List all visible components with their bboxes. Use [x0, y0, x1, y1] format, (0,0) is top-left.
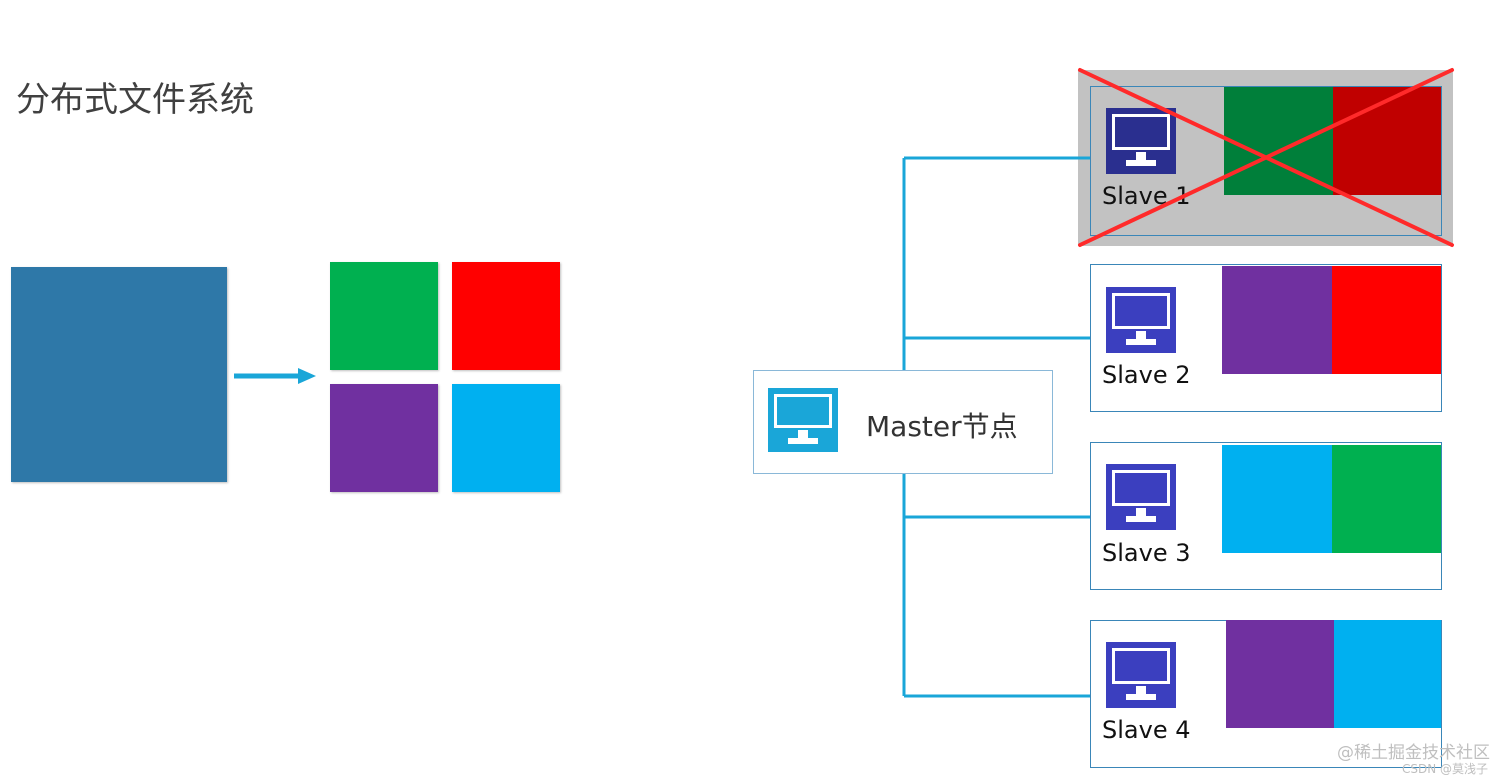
slave-1-block-green	[1224, 87, 1334, 195]
split-block-purple	[330, 384, 438, 492]
slave-1-box	[1090, 86, 1442, 236]
split-arrow	[234, 368, 316, 384]
slave-3-label: Slave 3	[1102, 539, 1191, 567]
slave-1-monitor-icon	[1106, 108, 1176, 174]
split-block-cyan	[452, 384, 560, 492]
large-file-block	[11, 267, 227, 482]
split-block-red	[452, 262, 560, 370]
split-block-green	[330, 262, 438, 370]
slave-2-block-purple	[1222, 266, 1332, 374]
master-monitor-icon	[768, 388, 838, 452]
connection-lines	[902, 156, 1090, 698]
slave-3-block-cyan	[1222, 445, 1332, 553]
slave-1-label: Slave 1	[1102, 182, 1191, 210]
slave-3-block-green	[1332, 445, 1441, 553]
failure-cross-icon	[1078, 68, 1454, 247]
watermark: @稀土掘金技术社区	[1337, 743, 1490, 763]
slave-4-block-purple	[1226, 620, 1334, 728]
slave-2-label: Slave 2	[1102, 361, 1191, 389]
slave-4-monitor-icon	[1106, 642, 1176, 708]
slave-4-block-cyan	[1334, 620, 1441, 728]
page-title: 分布式文件系统	[16, 80, 254, 120]
watermark-sub: CSDN @莫浅子	[1401, 762, 1488, 776]
slave-3-monitor-icon	[1106, 464, 1176, 530]
slave-4-label: Slave 4	[1102, 716, 1191, 744]
slave-1-block-red	[1333, 87, 1441, 195]
slave-2-monitor-icon	[1106, 287, 1176, 353]
slave-2-block-red	[1332, 266, 1441, 374]
master-node-label: Master节点	[866, 410, 1018, 443]
